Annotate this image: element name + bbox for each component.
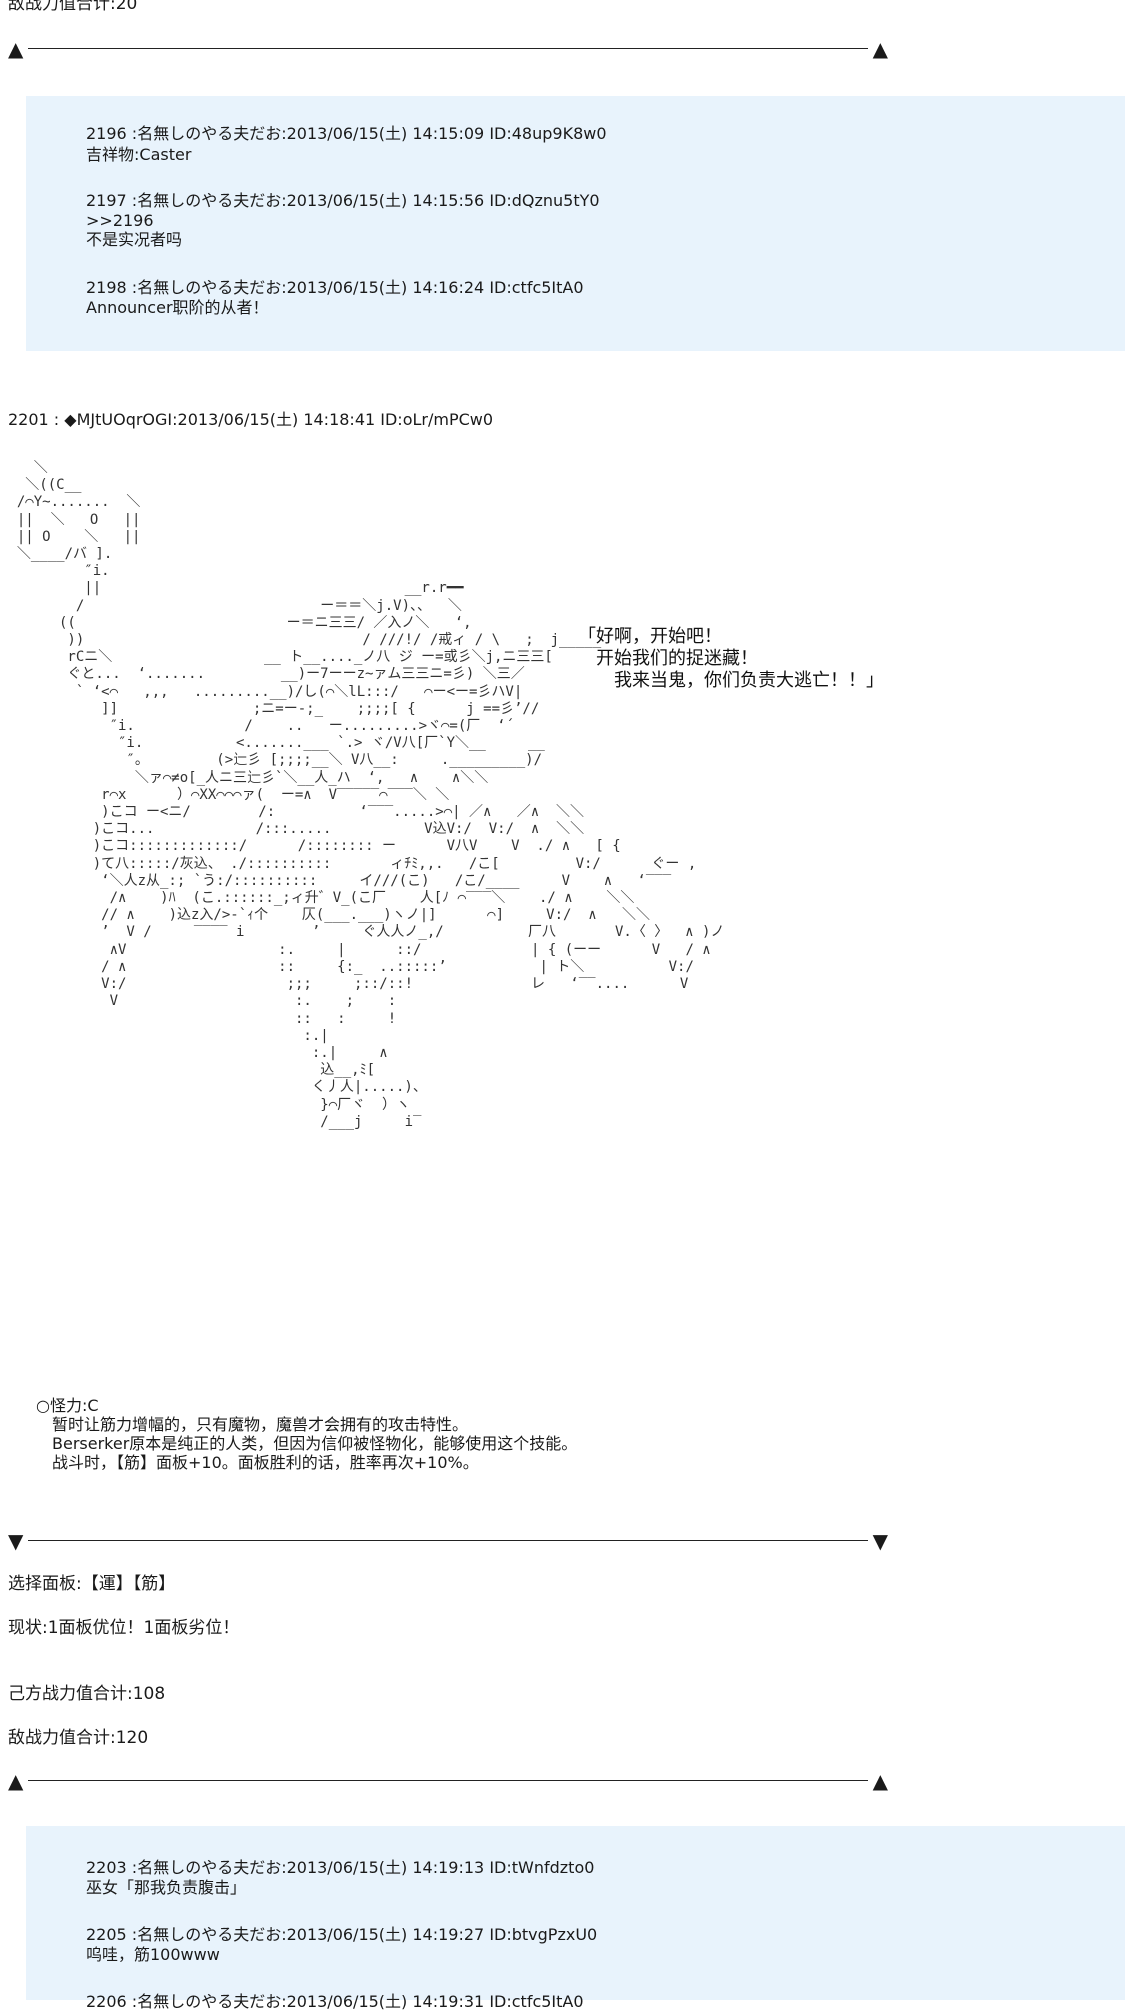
comment-header: 2198 :名無しのやる夫だお:2013/06/15(土) 14:16:24 I… [86, 278, 584, 297]
triangle-up-icon: ▲ [872, 37, 888, 61]
divider-up-2: ▲ ▲ [8, 1770, 888, 1792]
comment-body: 吉祥物:Caster [86, 145, 192, 164]
comment-body: 呜哇，筋100www [86, 1945, 220, 1964]
enemy-total: 敌战力值合计:120 [8, 1728, 149, 1748]
ally-total: 己方战力值合计:108 [8, 1684, 166, 1704]
triangle-up-icon: ▲ [8, 37, 24, 61]
divider-up-1: ▲ ▲ [8, 38, 888, 60]
ascii-art-illustration: ＼ ＼((C__ /⌒Y~....... ＼ || ＼ O || || O ＼ … [16, 460, 725, 1130]
speech-text: 「好啊，开始吧！ 开始我们的捉迷藏！ 我来当鬼，你们负责大逃亡！！」 [578, 626, 884, 691]
comment-body: >>2196 不是实况者吗 [86, 211, 183, 249]
post-header: 2201 : ◆MJtUOqrOGI:2013/06/15(土) 14:18:4… [8, 410, 494, 429]
ability-description: ○怪力:C 暂时让筋力增幅的，只有魔物，魔兽才会拥有的攻击特性。 Berserk… [36, 1396, 578, 1472]
comment-header: 2203 :名無しのやる夫だお:2013/06/15(土) 14:19:13 I… [86, 1858, 595, 1877]
enemy-total-prev: 敌战力值合计:20 [8, 0, 138, 14]
divider-line [28, 48, 868, 49]
status-line: 现状:1面板优位！1面板劣位！ [8, 1618, 240, 1638]
comment-panel-2: 2203 :名無しのやる夫だお:2013/06/15(土) 14:19:13 I… [26, 1826, 1125, 2011]
triangle-up-icon: ▲ [8, 1769, 24, 1793]
comment-header: 2196 :名無しのやる夫だお:2013/06/15(土) 14:15:09 I… [86, 124, 607, 143]
triangle-down-icon: ▼ [872, 1529, 888, 1553]
comment-panel-1: 2196 :名無しのやる夫だお:2013/06/15(土) 14:15:09 I… [26, 96, 1125, 351]
triangle-down-icon: ▼ [8, 1529, 24, 1553]
triangle-up-icon: ▲ [872, 1769, 888, 1793]
comment-header: 2206 :名無しのやる夫だお:2013/06/15(土) 14:19:31 I… [86, 1992, 584, 2011]
divider-down-1: ▼ ▼ [8, 1530, 888, 1552]
comment-body: 巫女「那我负责腹击」 [86, 1878, 247, 1897]
select-panel: 选择面板:【運】【筋】 [8, 1574, 176, 1594]
comment-body: Announcer职阶的从者！ [86, 298, 269, 317]
divider-line [28, 1540, 868, 1541]
divider-line [28, 1780, 868, 1781]
comment-header: 2205 :名無しのやる夫だお:2013/06/15(土) 14:19:27 I… [86, 1925, 598, 1944]
comment-header: 2197 :名無しのやる夫だお:2013/06/15(土) 14:15:56 I… [86, 191, 600, 210]
